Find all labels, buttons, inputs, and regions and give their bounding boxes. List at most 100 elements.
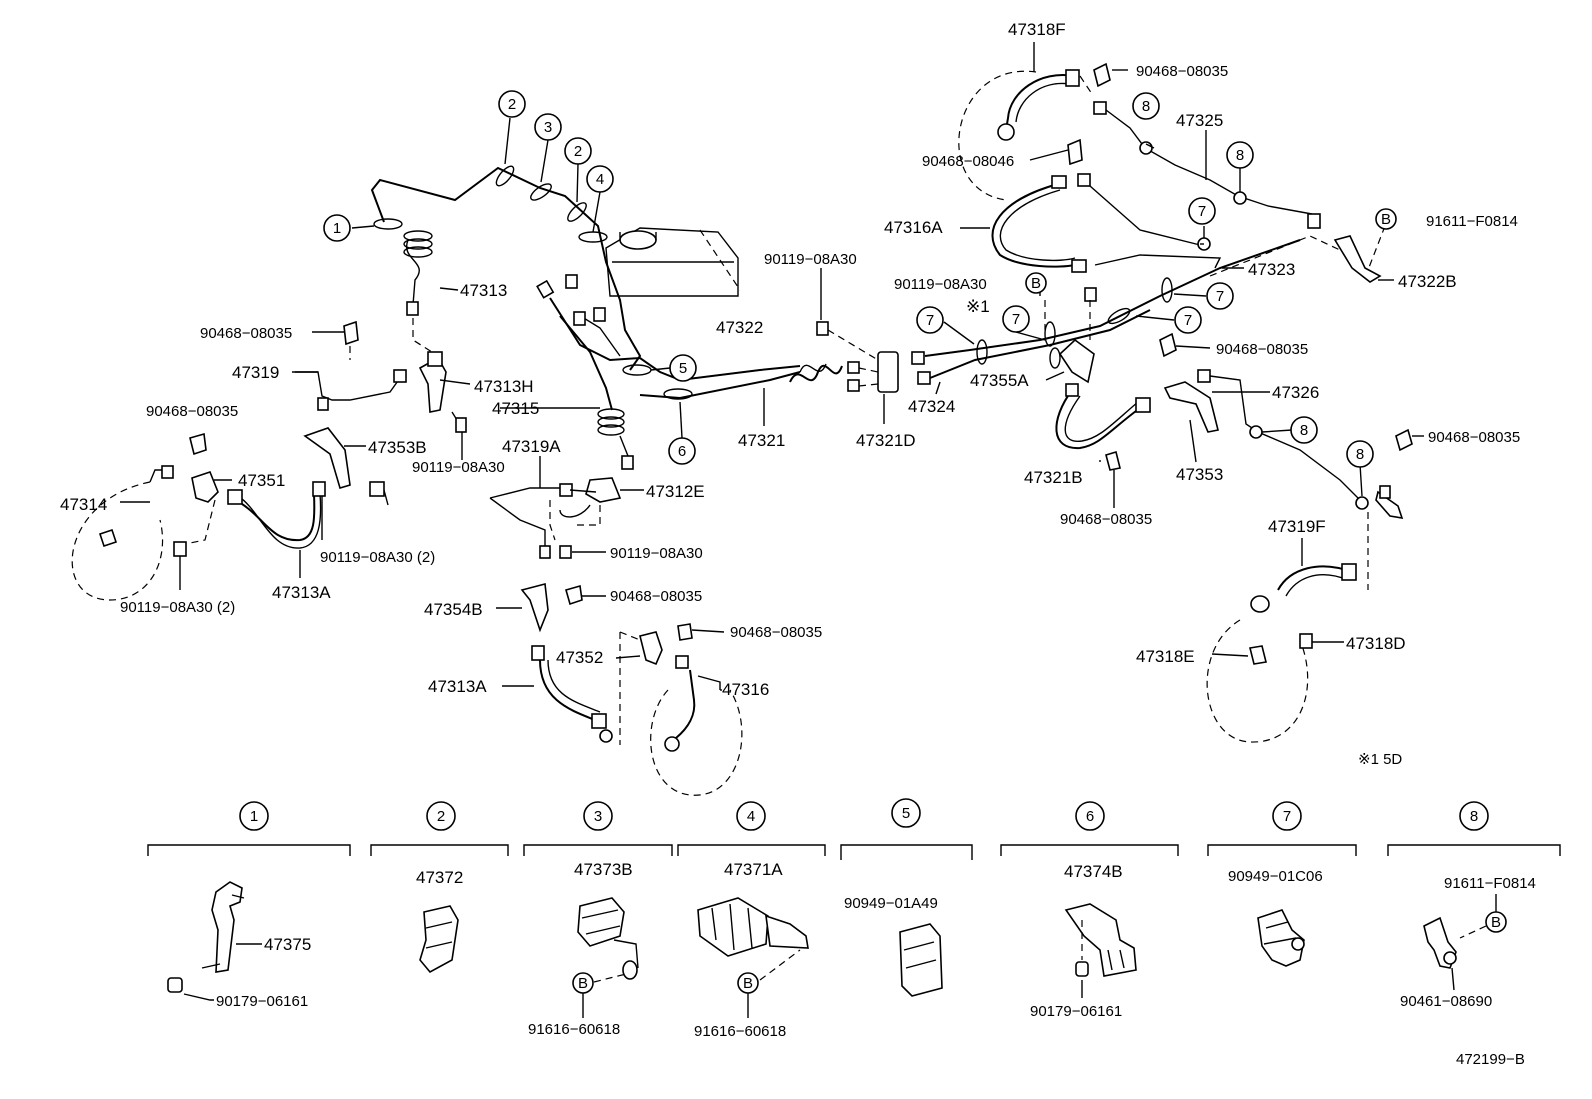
master-cylinder-reservoir: [605, 227, 741, 297]
marker-7: 7: [1002, 305, 1030, 333]
main-brake-tube-47313: [370, 165, 642, 371]
leader-lines: [120, 42, 1424, 691]
label-47324: 47324: [908, 397, 955, 416]
union-47321D: [816, 321, 931, 393]
hose-47313A-left: [71, 432, 326, 601]
label-47316: 47316: [722, 680, 769, 699]
svg-text:2: 2: [508, 96, 516, 113]
legend-part-90179-06161: 90179−06161: [1030, 1003, 1122, 1020]
label-91611-F0814: 91611−F0814: [1426, 213, 1518, 230]
svg-text:3: 3: [544, 119, 552, 136]
label-47354B: 47354B: [424, 600, 483, 619]
svg-text:B: B: [578, 975, 588, 992]
label-47321: 47321: [738, 431, 785, 450]
label-90468-08035: 90468−08035: [146, 403, 238, 420]
label-90119-08A30: 90119−08A30: [412, 459, 505, 476]
label-47325: 47325: [1176, 111, 1223, 130]
svg-text:2: 2: [574, 143, 582, 160]
label-90468-08035: 90468−08035: [1136, 63, 1228, 80]
label-90468-08035: 90468−08035: [610, 588, 702, 605]
hose-47318F: [958, 62, 1111, 201]
svg-text:B: B: [1031, 275, 1041, 292]
marker-7: 7: [1188, 197, 1216, 225]
label-47323: 47323: [1248, 260, 1295, 279]
svg-text:8: 8: [1236, 147, 1244, 164]
svg-text:7: 7: [1198, 203, 1206, 220]
marker-4: 4: [586, 165, 614, 193]
svg-text:5: 5: [902, 805, 910, 822]
legend-group-4: 4 47371A B 91616−60618: [694, 801, 809, 1040]
label-47318F: 47318F: [1008, 20, 1066, 39]
marker-8: 8: [1226, 141, 1254, 169]
part-labels: 47318F 90468−08035 47325 90468−08046 473…: [60, 20, 1520, 768]
legend-part-91616-60618: 91616−60618: [694, 1023, 786, 1040]
svg-text:B: B: [1491, 914, 1501, 931]
legend-part-90179-06161: 90179−06161: [216, 993, 308, 1010]
legend-part-47372: 47372: [416, 868, 463, 887]
marker-b: B: [1375, 208, 1397, 230]
label-47312E: 47312E: [646, 482, 705, 501]
marker-5: 5: [669, 354, 697, 382]
note-1-5d: ※1 5D: [1358, 751, 1402, 768]
legend-group-5: 5 90949−01A49: [844, 798, 943, 997]
svg-text:B: B: [1381, 211, 1391, 228]
clamp-legend: 1 47375 90179−06161 2 47372 3 47373B: [147, 798, 1561, 1040]
label-47322: 47322: [716, 318, 763, 337]
marker-8: 8: [1346, 440, 1374, 468]
label-47319F: 47319F: [1268, 517, 1326, 536]
legend-part-90461-08690: 90461−08690: [1400, 993, 1492, 1010]
label-47322B: 47322B: [1398, 272, 1457, 291]
marker-8: 8: [1290, 416, 1318, 444]
label-90468-08035: 90468−08035: [200, 325, 292, 342]
label-47353: 47353: [1176, 465, 1223, 484]
svg-text:7: 7: [926, 312, 934, 329]
marker-3: 3: [534, 113, 562, 141]
label-47318E: 47318E: [1136, 647, 1195, 666]
figure-id: 472199−B: [1456, 1051, 1525, 1068]
label-90468-08046: 90468−08046: [922, 153, 1014, 170]
svg-text:7: 7: [1184, 312, 1192, 329]
legend-part-47373B: 47373B: [574, 860, 633, 879]
marker-7: 7: [1174, 306, 1202, 334]
label-90119-08A30: 90119−08A30: [764, 251, 857, 268]
marker-6: 6: [668, 437, 696, 465]
marker-7: 7: [1206, 282, 1234, 310]
legend-part-47374B: 47374B: [1064, 862, 1123, 881]
label-47318D: 47318D: [1346, 634, 1406, 653]
label-47316A: 47316A: [884, 218, 943, 237]
lower-left-assembly: [489, 477, 743, 796]
label-47326: 47326: [1272, 383, 1319, 402]
svg-text:4: 4: [596, 171, 604, 188]
label-47321D: 47321D: [856, 431, 916, 450]
left-side-assembly: [292, 320, 467, 506]
svg-text:8: 8: [1142, 98, 1150, 115]
legend-group-7: 7 90949−01C06: [1228, 801, 1323, 967]
svg-text:B: B: [743, 975, 753, 992]
legend-part-90949-01c06: 90949−01C06: [1228, 868, 1323, 885]
svg-text:6: 6: [1086, 808, 1094, 825]
svg-text:1: 1: [250, 808, 258, 825]
label-47353B: 47353B: [368, 438, 427, 457]
center-brake-tubes: [536, 274, 843, 470]
svg-text:3: 3: [594, 808, 602, 825]
marker-8: 8: [1132, 92, 1160, 120]
marker-7: 7: [916, 306, 944, 334]
label-90119-08A30: 90119−08A30: [894, 276, 987, 293]
svg-text:8: 8: [1356, 446, 1364, 463]
legend-part-91611-f0814: 91611−F0814: [1444, 875, 1536, 892]
label-47352: 47352: [556, 648, 603, 667]
legend-part-47375: 47375: [264, 935, 311, 954]
callout-markers: 1 2 3 2 4 5 6 7 7 7 7 7 8 8 8 8 B B: [323, 90, 1397, 468]
tube-47326: [1159, 332, 1413, 520]
legend-group-1: 1 47375 90179−06161: [167, 801, 311, 1010]
rear-cross-tube-47323: [924, 235, 1341, 384]
label-47315: 47315: [492, 399, 539, 418]
label-90119-08A30-2: 90119−08A30 (2): [120, 599, 235, 616]
legend-part-47371A: 47371A: [724, 860, 783, 879]
label-47313H: 47313H: [474, 377, 534, 396]
label-47321B: 47321B: [1024, 468, 1083, 487]
legend-part-91616-60618: 91616−60618: [528, 1021, 620, 1038]
marker-2: 2: [498, 90, 526, 118]
legend-group-3: 3 47373B B 91616−60618: [528, 801, 639, 1038]
